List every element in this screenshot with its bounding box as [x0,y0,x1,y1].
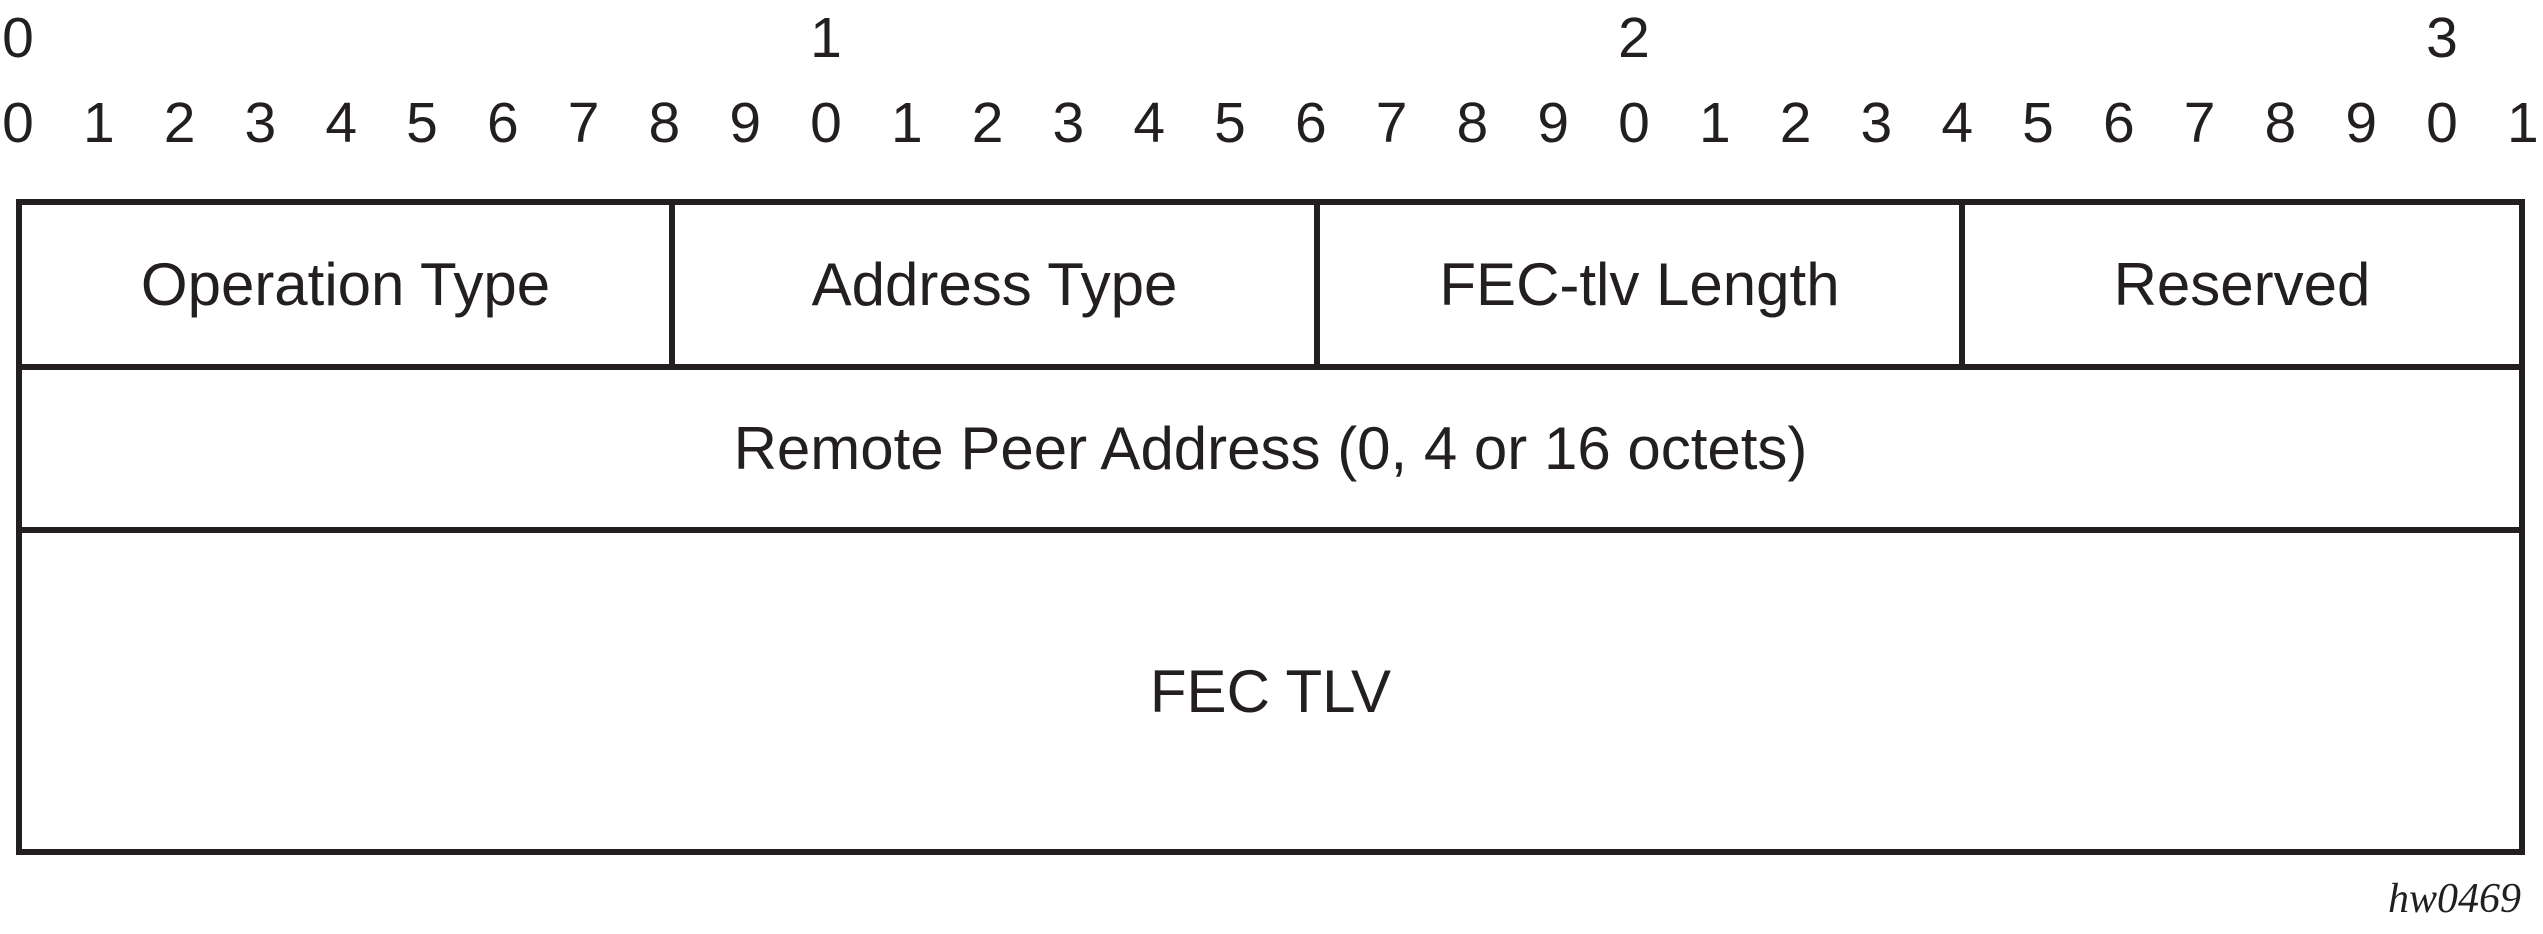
bit-index-label: 0 [2426,91,2458,155]
field-label: Address Type [811,251,1178,318]
bit-index-label: 4 [325,91,358,155]
field-operation-type: Operation Type [22,205,669,364]
bit-index-label: 9 [1537,91,1570,155]
field-label: Remote Peer Address (0, 4 or 16 octets) [733,415,1808,482]
bit-index-label: 3 [1860,91,1893,155]
bit-index-label: 2 [1779,91,1812,155]
bit-index-label: 1 [82,91,115,155]
field-fec-tlv: FEC TLV [22,527,2519,849]
field-label: Reserved [2113,251,2371,318]
bit-index-label: 5 [406,91,438,155]
bit-index-label: 6 [486,91,519,155]
bit-index-label: 1 [1698,91,1731,155]
bit-index-label: 8 [648,91,681,155]
bit-index-label: 9 [729,91,762,155]
bit-index-label: 1 [890,91,923,155]
bit-index-label: 0 [1618,91,1650,155]
bit-index-label: 1 [2506,91,2539,155]
field-label: FEC TLV [1149,657,1392,725]
bit-index-label: 8 [2264,91,2297,155]
field-label: FEC-tlv Length [1439,251,1840,318]
field-reserved: Reserved [1959,205,2519,364]
bit-index-label: 5 [1214,91,1246,155]
field-remote-peer-address: Remote Peer Address (0, 4 or 16 octets) [22,364,2519,527]
bit-tens-label: 0 [2,6,34,70]
field-label: Operation Type [140,251,551,318]
bit-tens-label: 2 [1618,6,1650,70]
bit-tens-label: 3 [2426,6,2458,70]
figure-tag: hw0469 [2387,876,2521,922]
bit-index-label: 6 [1294,91,1327,155]
bit-index-label: 9 [2345,91,2378,155]
bit-index-label: 5 [2022,91,2054,155]
field-fec-tlv-length: FEC-tlv Length [1314,205,1959,364]
bit-index-label: 3 [244,91,277,155]
bit-index-label: 0 [2,91,34,155]
bit-index-label: 4 [1133,91,1166,155]
bit-tens-label: 1 [810,6,842,70]
bit-index-label: 6 [2102,91,2135,155]
bit-index-label: 0 [810,91,842,155]
field-address-type: Address Type [669,205,1314,364]
bit-index-label: 7 [567,91,600,155]
bit-index-label: 8 [1456,91,1489,155]
packet-format-diagram: Operation Type Address Type FEC-tlv Leng… [16,199,2525,855]
header-row: Operation Type Address Type FEC-tlv Leng… [22,205,2519,364]
bit-index-label: 7 [1375,91,1408,155]
bit-index-label: 3 [1052,91,1085,155]
bit-index-label: 2 [971,91,1004,155]
bit-index-label: 7 [2183,91,2216,155]
bit-index-label: 2 [163,91,196,155]
bit-index-label: 4 [1941,91,1974,155]
